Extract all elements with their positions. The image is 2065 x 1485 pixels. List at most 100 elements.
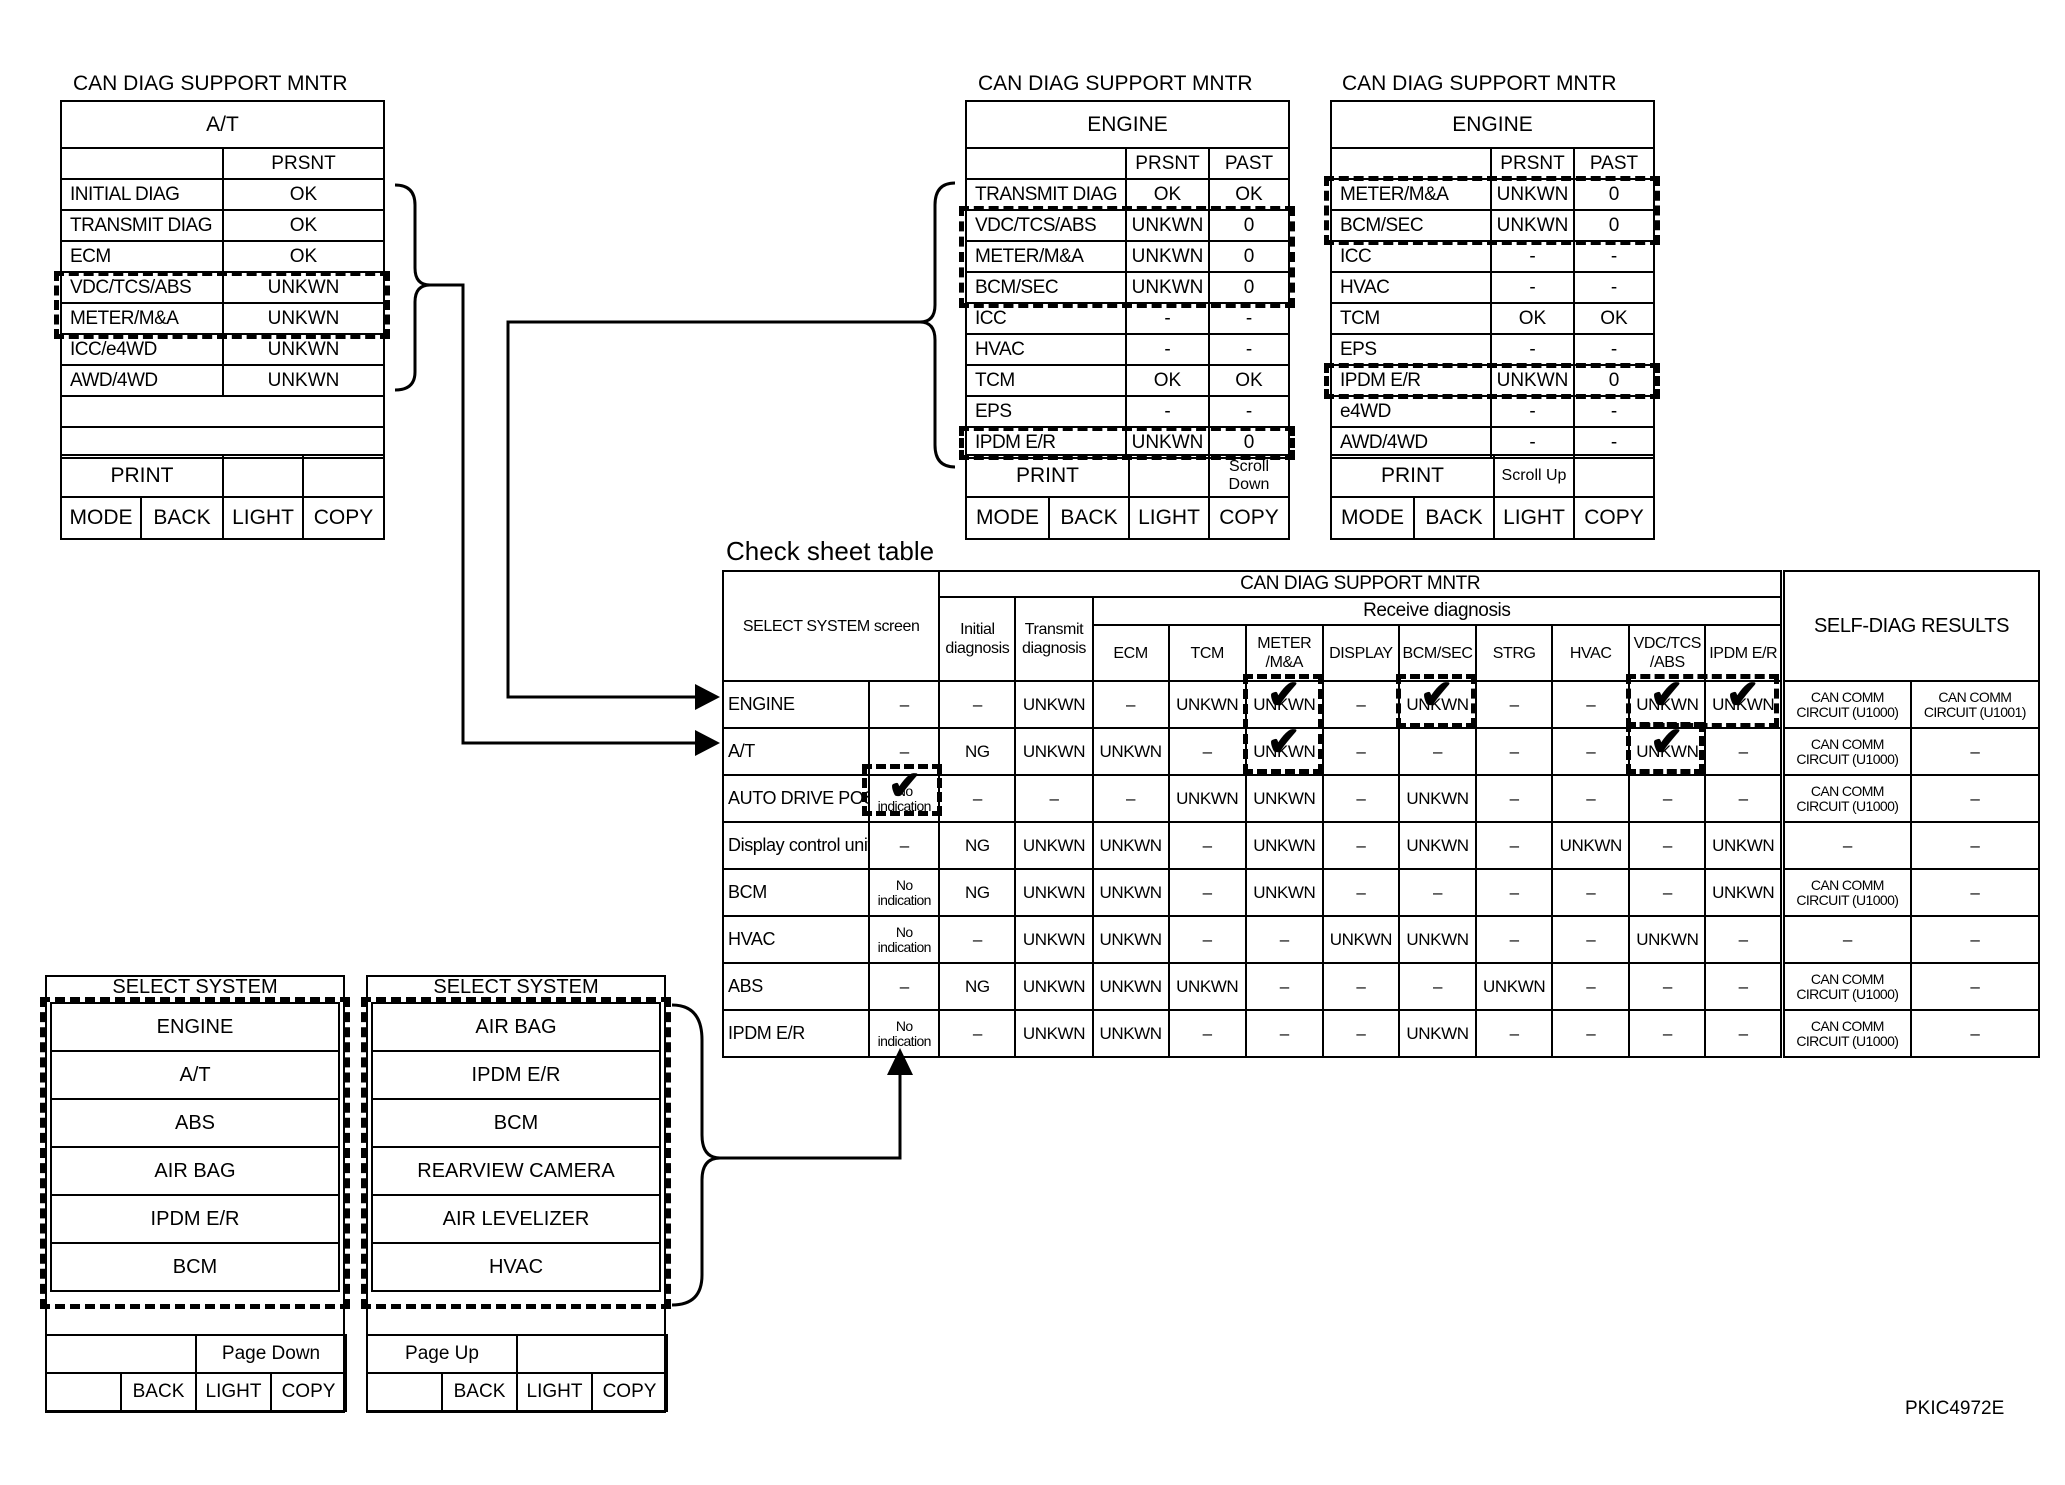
print-button[interactable]: PRINT [965,454,1130,498]
row-receive-diag: UNKWN [1244,868,1324,917]
row-self-diag-2: – [1909,774,2041,823]
engine2-row-past: 0 [1572,178,1656,211]
system-item[interactable]: HVAC [371,1242,661,1292]
system-item[interactable]: ENGINE [50,1002,340,1052]
mode-button[interactable]: MODE [965,496,1050,540]
system-item[interactable]: AIR BAG [371,1002,661,1052]
back-button[interactable]: BACK [440,1372,519,1412]
mode-button[interactable]: MODE [1330,496,1415,540]
engine2-row-prsnt: UNKWN [1490,178,1575,211]
row-self-diag-1: CAN COMM CIRCUIT (U1000) [1780,962,1912,1011]
row-receive-diag: – [1704,1009,1784,1058]
back-button[interactable]: BACK [140,496,224,540]
row-system-name: A/T [721,727,871,776]
row-select-indication: – [868,680,941,729]
row-receive-diag: – [1628,774,1707,823]
row-receive-diag: UNKWN [1704,821,1784,870]
mode-button[interactable]: MODE [60,496,142,540]
system-item[interactable]: REARVIEW CAMERA [371,1146,661,1196]
print-button[interactable]: PRINT [1330,454,1495,498]
at-row-label: ECM [60,240,224,273]
row-receive-diag: – [1091,680,1170,729]
row-receive-diag: – [1321,868,1400,917]
row-system-name: AUTO DRIVE POS. [721,774,871,823]
row-system-name: BCM [721,868,871,917]
row-self-diag-1: CAN COMM CIRCUIT (U1000) [1780,868,1912,917]
light-button[interactable]: LIGHT [1128,496,1210,540]
page-down-button[interactable]: Page Down [194,1334,348,1374]
row-initial-diag: – [938,680,1017,729]
system-item[interactable]: BCM [371,1098,661,1148]
row-self-diag-1: CAN COMM CIRCUIT (U1000) [1780,680,1912,729]
row-receive-diag: – [1704,727,1784,776]
row-self-diag-2: – [1909,1009,2041,1058]
check-mark-icon: ✔ [1650,673,1684,717]
engine1-past-header: PAST [1207,147,1291,180]
engine2-row-past: - [1572,395,1656,428]
row-receive-diag: UNKWN [1091,1009,1170,1058]
row-receive-diag: – [1628,962,1707,1011]
row-receive-diag: UNKWN [1628,915,1707,964]
copy-button[interactable]: COPY [269,1372,348,1412]
at-row-value: OK [221,209,386,242]
select1-title: SELECT SYSTEM [112,976,278,998]
row-receive-diag: – [1475,915,1554,964]
page-up-button[interactable]: Page Up [365,1334,519,1374]
select1-buttons: Page Down BACK LIGHT COPY [45,1334,348,1412]
check-mark-icon: ✔ [1420,673,1454,717]
system-item[interactable]: BCM [50,1242,340,1292]
at-row-label: AWD/4WD [60,364,224,397]
scroll-up-button[interactable]: Scroll Up [1493,454,1575,498]
at-row-value: UNKWN [221,271,386,304]
system-item[interactable]: IPDM E/R [371,1050,661,1100]
back-button[interactable]: BACK [1048,496,1130,540]
at-screen-buttons: PRINT MODE BACK LIGHT COPY [60,454,385,540]
row-receive-diag: – [1321,680,1400,729]
light-button[interactable]: LIGHT [222,496,304,540]
engine2-row-prsnt: UNKWN [1490,364,1575,397]
back-button[interactable]: BACK [1413,496,1495,540]
engine1-screen-title: CAN DIAG SUPPORT MNTR [978,72,1253,95]
row-receive-diag: UNKWN [1244,680,1324,729]
copy-button[interactable]: COPY [302,496,385,540]
row-system-name: HVAC [721,915,871,964]
system-item[interactable]: A/T [50,1050,340,1100]
light-button[interactable]: LIGHT [195,1372,272,1412]
row-receive-diag: – [1551,915,1631,964]
at-row-label: TRANSMIT DIAG [60,209,224,242]
copy-button[interactable]: COPY [1208,496,1290,540]
light-button[interactable]: LIGHT [516,1372,594,1412]
row-receive-diag: UNKWN [1091,727,1170,776]
engine1-row-past: OK [1207,364,1291,397]
row-receive-diag: – [1167,821,1247,870]
row-receive-diag: – [1628,1009,1707,1058]
row-receive-diag: UNKWN [1244,774,1324,823]
scroll-down-button[interactable]: Scroll Down [1208,454,1290,498]
copy-button[interactable]: COPY [591,1372,669,1412]
row-receive-diag: – [1475,680,1554,729]
engine2-row-label: HVAC [1330,271,1492,304]
row-receive-diag: – [1321,821,1400,870]
engine2-past-header: PAST [1572,147,1656,180]
system-item[interactable]: AIR LEVELIZER [371,1194,661,1244]
system-item[interactable]: IPDM E/R [50,1194,340,1244]
row-receive-diag: – [1475,1009,1554,1058]
check-mark-icon: ✔ [888,764,922,808]
row-receive-diag: UNKWN [1167,962,1247,1011]
engine2-row-past: - [1572,271,1656,304]
copy-button[interactable]: COPY [1573,496,1655,540]
engine1-row-past: 0 [1207,209,1291,242]
back-button[interactable]: BACK [120,1372,197,1412]
system-item[interactable]: ABS [50,1098,340,1148]
print-button[interactable]: PRINT [60,454,224,498]
check-sheet-table: SELECT SYSTEM screen CAN DIAG SUPPORT MN… [721,570,2041,1058]
system-item[interactable]: AIR BAG [50,1146,340,1196]
recv-col-header: METER /M&A [1244,624,1324,682]
row-self-diag-1: CAN COMM CIRCUIT (U1000) [1780,1009,1912,1058]
row-select-indication: – [868,821,941,870]
light-button[interactable]: LIGHT [1493,496,1575,540]
